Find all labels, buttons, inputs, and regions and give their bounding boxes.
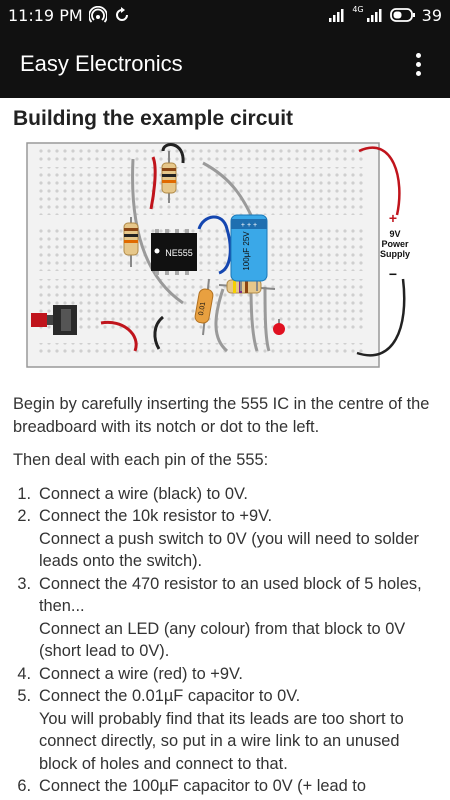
circuit-diagram: NE555 + + + 100µF 25V 0.01 — [13, 139, 437, 375]
step-text: Connect a wire (red) to +9V. — [39, 664, 243, 683]
step-number: 3. — [17, 574, 31, 593]
step-number: 2. — [17, 507, 31, 525]
overflow-dot-icon — [415, 61, 421, 67]
step-text: Connect the 100µF capacitor to 0V (+ lea… — [39, 777, 366, 795]
step-number: 4. — [17, 664, 31, 683]
wire-gray-lower3 — [249, 286, 259, 352]
article-heading: Building the example circuit — [13, 107, 294, 130]
step-number: 6. — [17, 777, 31, 795]
step-extra: Connect a push switch to 0V (you will ne… — [39, 529, 419, 571]
led — [273, 323, 285, 335]
breadboard-illustration: NE555 + + + 100µF 25V 0.01 — [26, 142, 410, 368]
lead-paragraph: Then deal with each pin of the 555: — [13, 451, 269, 469]
power-label-line1: Power — [381, 239, 409, 249]
chip-label: NE555 — [165, 248, 193, 258]
list-item: 4. Connect a wire (red) to +9V. — [13, 663, 437, 686]
step-text: Connect the 10k resistor to +9V. — [39, 507, 273, 525]
step-extra: Connect an LED (any colour) from that bl… — [39, 619, 406, 661]
wire-gray-lower2 — [263, 286, 271, 352]
list-item: 1. Connect a wire (black) to 0V. — [13, 483, 437, 506]
wire-gray-right — [202, 161, 255, 220]
capacitor-label: 100µF 25V — [242, 231, 251, 271]
wire-black-top — [161, 143, 185, 164]
step-number: 5. — [17, 687, 31, 705]
step-extra: You will probably find that its leads ar… — [39, 709, 404, 773]
overflow-dot-icon — [415, 70, 421, 76]
list-item: 6. Connect the 100µF capacitor to 0V (+ … — [13, 775, 437, 798]
resistor-top — [161, 162, 177, 194]
svg-text:+ + +: + + + — [241, 222, 257, 229]
signal-icon-2 — [366, 6, 384, 24]
wire-black-lower — [153, 315, 165, 350]
overflow-menu-button[interactable] — [406, 46, 430, 82]
list-item: 3. Connect the 470 resistor to an used b… — [13, 573, 437, 663]
overflow-dot-icon — [415, 52, 421, 58]
battery-level: 39 — [421, 5, 442, 25]
push-switch-cap — [31, 313, 47, 327]
wire-red-right — [358, 146, 401, 216]
step-number: 1. — [17, 484, 31, 503]
resistor-left — [123, 222, 139, 256]
power-voltage-label: 9V — [389, 229, 400, 239]
battery-icon — [389, 6, 416, 24]
sync-icon — [113, 6, 131, 24]
small-capacitor — [194, 288, 214, 324]
wire-red-lower-left — [100, 320, 138, 352]
step-text: Connect the 0.01µF capacitor to 0V. — [39, 687, 301, 705]
network-type-label: 4G — [352, 4, 364, 14]
wire-blue — [197, 215, 232, 275]
minus-sign: − — [389, 266, 397, 282]
small-capacitor-label: 0.01 — [198, 301, 207, 316]
step-text: Connect a wire (black) to 0V. — [39, 484, 248, 503]
hotspot-icon — [88, 6, 107, 24]
app-title: Easy Electronics — [20, 51, 183, 76]
signal-icon — [328, 6, 346, 24]
status-time: 11:19 PM — [8, 5, 83, 25]
intro-paragraph: Begin by carefully inserting the 555 IC … — [13, 395, 430, 436]
wire-gray-lower — [214, 288, 229, 353]
list-item: 2. Connect the 10k resistor to +9V. Conn… — [13, 505, 437, 573]
wire-red-top — [149, 156, 157, 210]
list-item: 5. Connect the 0.01µF capacitor to 0V. Y… — [13, 685, 437, 775]
resistor-diagonal — [226, 279, 262, 294]
app-bar: Easy Electronics — [0, 30, 450, 98]
steps-list: 1. Connect a wire (black) to 0V. 2. Conn… — [13, 483, 437, 798]
article-content[interactable]: Building the example circuit — [0, 98, 450, 800]
wire-black-right — [356, 278, 406, 357]
electrolytic-capacitor — [230, 214, 268, 282]
step-text: Connect the 470 resistor to an used bloc… — [39, 574, 422, 616]
power-label-line2: Supply — [380, 249, 410, 259]
status-bar: 11:19 PM 4G 39 — [0, 0, 450, 30]
plus-sign: + — [389, 210, 397, 226]
